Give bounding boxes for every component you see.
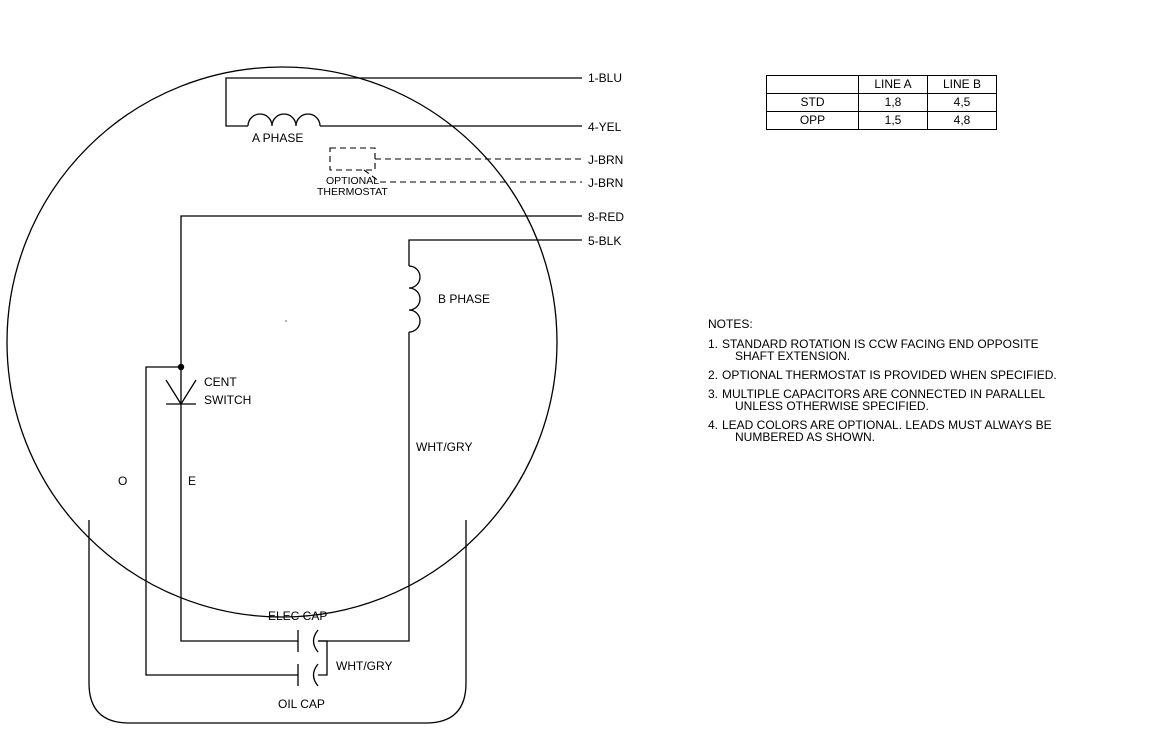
b-phase-coil <box>408 265 421 333</box>
b-phase-label: B PHASE <box>438 292 490 306</box>
note-item: 1. STANDARD ROTATION IS CCW FACING END O… <box>708 338 1154 362</box>
note-text-line1: STANDARD ROTATION IS CCW FACING END OPPO… <box>722 337 1039 351</box>
wht-gry-wire <box>318 332 410 642</box>
e-label: E <box>188 474 196 488</box>
table-header-row: LINE A LINE B <box>766 75 997 94</box>
center-mark <box>285 320 287 322</box>
note-number: 3. <box>708 387 719 401</box>
oil-cap-label: OIL CAP <box>278 697 325 711</box>
table-header-corner <box>766 75 859 94</box>
a-phase-coil <box>247 113 321 127</box>
table-header-line-a: LINE A <box>858 75 928 94</box>
elec-cap-label: ELEC CAP <box>268 609 327 623</box>
cap-parallel-wire <box>318 640 328 676</box>
note-item: 4. LEAD COLORS ARE OPTIONAL. LEADS MUST … <box>708 419 1154 443</box>
note-text-line1: OPTIONAL THERMOSTAT IS PROVIDED WHEN SPE… <box>722 368 1057 382</box>
lead-1-blu-wire <box>225 77 582 127</box>
lead-label-4-yel: 4-YEL <box>588 120 622 134</box>
oil-cap-branch-wire <box>145 366 298 676</box>
table-cell-line-a: 1,8 <box>858 93 928 112</box>
notes-title: NOTES: <box>708 317 753 331</box>
table-row: STD 1,8 4,5 <box>766 93 997 112</box>
capacitor-box-outline <box>88 520 467 724</box>
cent-switch-label-line2: SWITCH <box>204 393 251 407</box>
switch-arm-right <box>180 379 197 405</box>
note-text-line1: MULTIPLE CAPACITORS ARE CONNECTED IN PAR… <box>722 387 1046 401</box>
thermostat-label-line2: THERMOSTAT <box>317 186 388 198</box>
table-cell-label: STD <box>766 93 859 112</box>
o-label: O <box>118 474 127 488</box>
note-number: 1. <box>708 337 719 351</box>
thermostat-lead-wire-2 <box>363 169 582 183</box>
table-cell-line-b: 4,5 <box>927 93 997 112</box>
cent-switch-label-line1: CENT <box>204 375 237 389</box>
table-header-line-b: LINE B <box>927 75 997 94</box>
note-item: 2. OPTIONAL THERMOSTAT IS PROVIDED WHEN … <box>708 369 1154 381</box>
note-item: 3. MULTIPLE CAPACITORS ARE CONNECTED IN … <box>708 388 1154 412</box>
a-phase-label: A PHASE <box>252 131 303 145</box>
thermostat-box <box>329 147 376 171</box>
note-number: 4. <box>708 418 719 432</box>
table-row: OPP 1,5 4,8 <box>766 111 997 130</box>
table-cell-label: OPP <box>766 111 859 130</box>
switch-arm-left <box>165 379 182 405</box>
note-text-line2: UNLESS OTHERWISE SPECIFIED. <box>735 399 929 413</box>
lead-label-8-red: 8-RED <box>588 210 624 224</box>
lead-label-j-brn-2: J-BRN <box>588 176 623 190</box>
note-text-line2: NUMBERED AS SHOWN. <box>735 430 876 444</box>
table-cell-line-b: 4,8 <box>927 111 997 130</box>
elec-cap-plate-right <box>312 629 319 653</box>
notes-section: NOTES: 1. STANDARD ROTATION IS CCW FACIN… <box>708 318 1154 450</box>
lead-label-j-brn-1: J-BRN <box>588 153 623 167</box>
lead-label-1-blu: 1-BLU <box>588 71 622 85</box>
lead-5-blk-wire <box>408 239 582 266</box>
oil-cap-plate-right <box>312 663 319 687</box>
thermostat-label-line1: OPTIONAL <box>326 175 379 187</box>
lead-8-red-wire <box>180 215 582 642</box>
lead-label-5-blk: 5-BLK <box>588 234 621 248</box>
rotation-connection-table: LINE A LINE B STD 1,8 4,5 OPP 1,5 4,8 <box>766 75 997 130</box>
note-number: 2. <box>708 368 719 382</box>
wht-gry-label: WHT/GRY <box>416 440 472 454</box>
note-text-line2: SHAFT EXTENSION. <box>735 349 851 363</box>
motor-housing-circle <box>6 66 558 618</box>
table-cell-line-a: 1,5 <box>858 111 928 130</box>
note-text-line1: LEAD COLORS ARE OPTIONAL. LEADS MUST ALW… <box>722 418 1052 432</box>
wht-gry-cap-label: WHT/GRY <box>336 659 392 673</box>
